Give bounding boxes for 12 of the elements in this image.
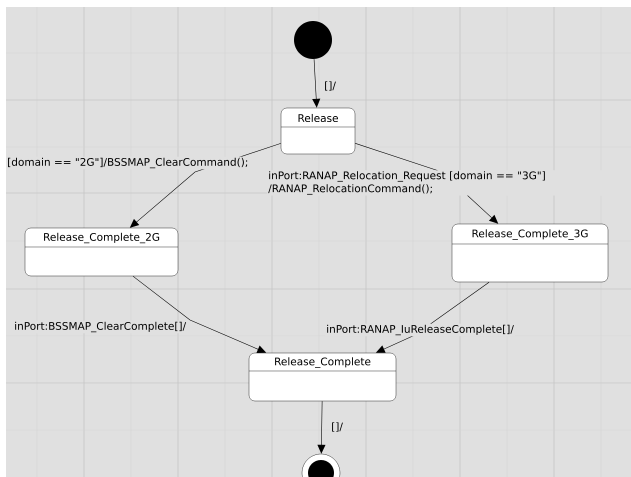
edge-label: inPort:RANAP_IuReleaseComplete[]/ xyxy=(325,324,515,336)
edge-label: []/ xyxy=(323,80,337,92)
initial-state xyxy=(294,21,332,59)
edge-label: inPort:RANAP_Relocation_Request [domain == "3G"] /RANAP_RelocationCommand(); xyxy=(267,170,631,196)
edge-label: inPort:BSSMAP_ClearComplete[]/ xyxy=(13,320,188,334)
state-box: Release xyxy=(280,108,356,154)
state-box: Release_Complete_3G xyxy=(452,224,608,282)
edge-label: [domain == "2G"]/BSSMAP_ClearCommand(); xyxy=(6,156,250,170)
state-box: Release_Complete_2G xyxy=(24,228,178,276)
edge-label: []/ xyxy=(330,421,344,433)
state-box: Release_Complete xyxy=(248,352,396,402)
final-state xyxy=(302,454,340,477)
